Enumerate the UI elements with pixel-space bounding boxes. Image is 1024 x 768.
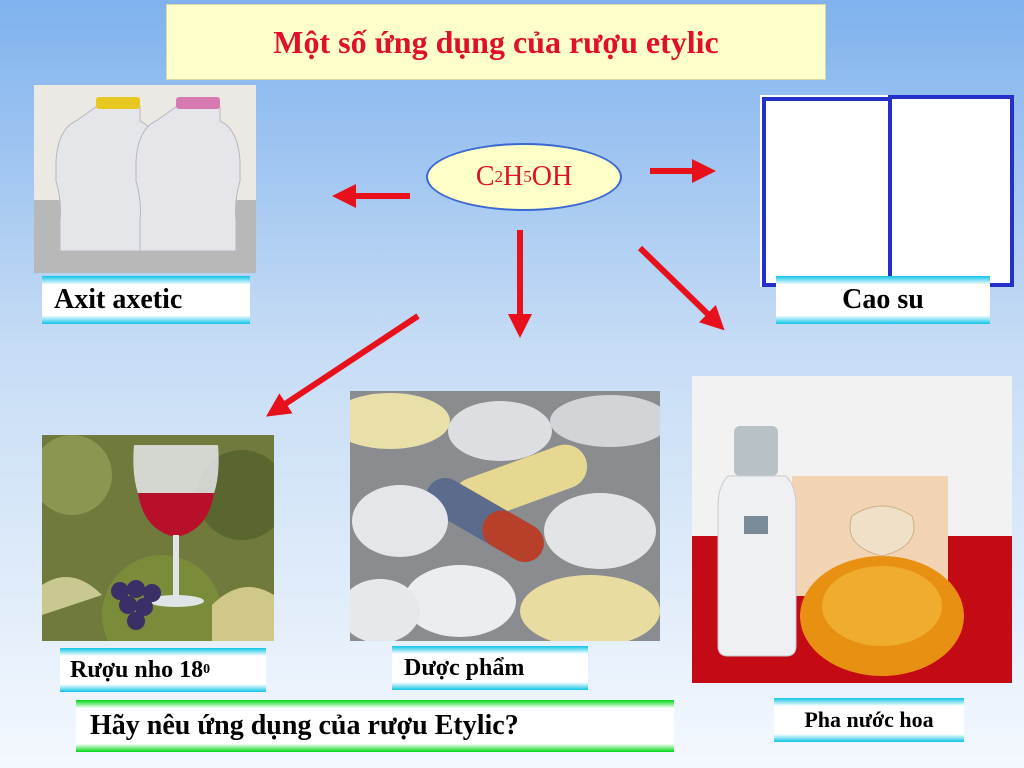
label-perfume-text: Pha nước hoa (804, 707, 934, 732)
arrow-to-wine (265, 313, 420, 417)
bottles-photo (34, 85, 256, 273)
question-text: Hãy nêu ứng dụng của rượu Etylic? (90, 710, 519, 741)
formula-h-sub: 5 (523, 167, 532, 186)
slide-title: Một số ứng dụng của rượu etylic (166, 4, 826, 80)
formula-c: C (475, 161, 495, 192)
formula-c-sub: 2 (494, 167, 504, 186)
question-box: Hãy nêu ứng dụng của rượu Etylic? (76, 700, 674, 752)
wine-photo (42, 435, 274, 641)
label-rubber-text: Cao su (842, 284, 924, 315)
pills-photo (350, 391, 660, 641)
rubber-frame-left (762, 97, 892, 287)
label-acetic-text: Axit axetic (54, 284, 183, 315)
label-acetic: Axit axetic (42, 276, 250, 324)
label-wine-text: Rượu nho 18 (70, 656, 204, 683)
rubber-photo (760, 95, 1014, 287)
label-rubber: Cao su (776, 276, 990, 324)
formula-oh: OH (531, 161, 573, 192)
label-perfume: Pha nước hoa (774, 698, 964, 742)
arrow-to-perfume (637, 245, 725, 331)
label-pharma-text: Dược phẩm (404, 654, 525, 681)
formula-h: H (503, 161, 524, 192)
label-pharma: Dược phẩm (392, 646, 588, 690)
rubber-frame-right (888, 95, 1014, 287)
label-wine-sup: 0 (203, 662, 211, 677)
perfume-photo (692, 376, 1012, 683)
